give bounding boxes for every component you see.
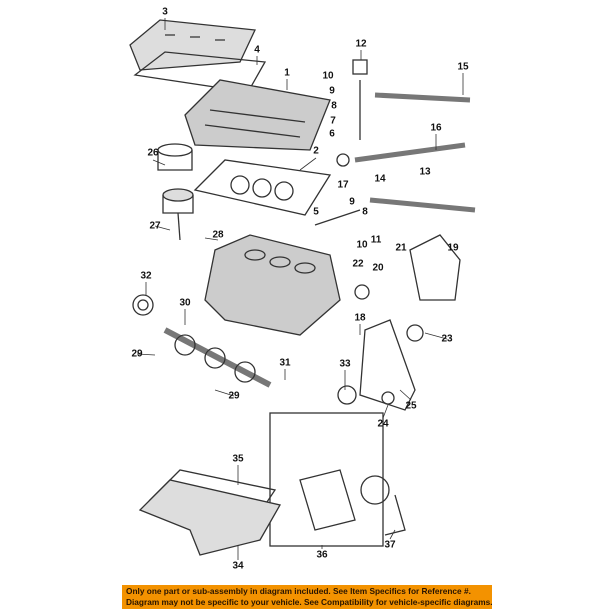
pickup-tube: [384, 494, 406, 536]
callout-5: 5: [313, 206, 319, 218]
callout-11: 11: [370, 234, 382, 246]
disclaimer-line-1: Only one part or sub-assembly in diagram…: [126, 586, 471, 596]
rear-seal: [132, 294, 154, 316]
oil-pump-box: [269, 412, 390, 547]
callout-28: 28: [212, 229, 224, 241]
leader-lines: [136, 18, 464, 560]
callout-33: 33: [339, 358, 351, 370]
callout-32: 32: [140, 270, 152, 282]
callout-6: 6: [329, 128, 335, 140]
callout-17: 17: [337, 179, 349, 191]
callout-29b: 29: [228, 390, 240, 402]
head-gasket: [193, 159, 332, 216]
callout-18: 18: [354, 312, 366, 324]
callout-36: 36: [316, 549, 328, 561]
callout-37: 37: [384, 539, 396, 551]
callout-4: 4: [254, 44, 260, 56]
callout-12: 12: [355, 38, 367, 50]
crankshaft: [163, 327, 272, 388]
valve-train: [314, 59, 368, 226]
callout-23: 23: [441, 333, 453, 345]
callout-8: 8: [331, 100, 337, 112]
callout-10: 10: [322, 70, 334, 82]
callout-7: 7: [330, 115, 336, 127]
callout-13: 13: [419, 166, 431, 178]
callout-9b: 9: [349, 196, 355, 208]
callout-1: 1: [284, 67, 290, 79]
callout-2: 2: [313, 145, 319, 157]
callout-14: 14: [374, 173, 386, 185]
oil-pan: [138, 469, 281, 556]
timing-belt: [337, 284, 424, 411]
callout-20: 20: [372, 262, 384, 274]
callout-9: 9: [329, 85, 335, 97]
engine-block: [204, 234, 341, 336]
callout-35: 35: [232, 453, 244, 465]
callout-25: 25: [405, 400, 417, 412]
valve-cover: [129, 19, 256, 71]
timing-cover: [409, 234, 461, 301]
callout-22: 22: [352, 258, 364, 270]
callout-26: 26: [147, 147, 159, 159]
cylinder-head: [184, 79, 331, 151]
disclaimer-banner: Only one part or sub-assembly in diagram…: [122, 585, 493, 609]
callout-24: 24: [377, 418, 389, 430]
callout-3: 3: [162, 6, 168, 18]
callout-10b: 10: [356, 239, 368, 251]
callout-19: 19: [447, 242, 459, 254]
callout-16: 16: [430, 122, 442, 134]
valve-cover-gasket: [133, 51, 267, 93]
piston: [157, 143, 194, 241]
callout-21: 21: [395, 242, 407, 254]
camshafts: [354, 92, 476, 213]
callout-30: 30: [179, 297, 191, 309]
callout-29: 29: [131, 348, 143, 360]
disclaimer-line-2: Diagram may not be specific to your vehi…: [126, 597, 493, 607]
callout-8b: 8: [362, 206, 368, 218]
callout-34: 34: [232, 560, 244, 572]
callout-15: 15: [457, 61, 469, 73]
callout-27: 27: [149, 220, 161, 232]
callout-31: 31: [279, 357, 291, 369]
